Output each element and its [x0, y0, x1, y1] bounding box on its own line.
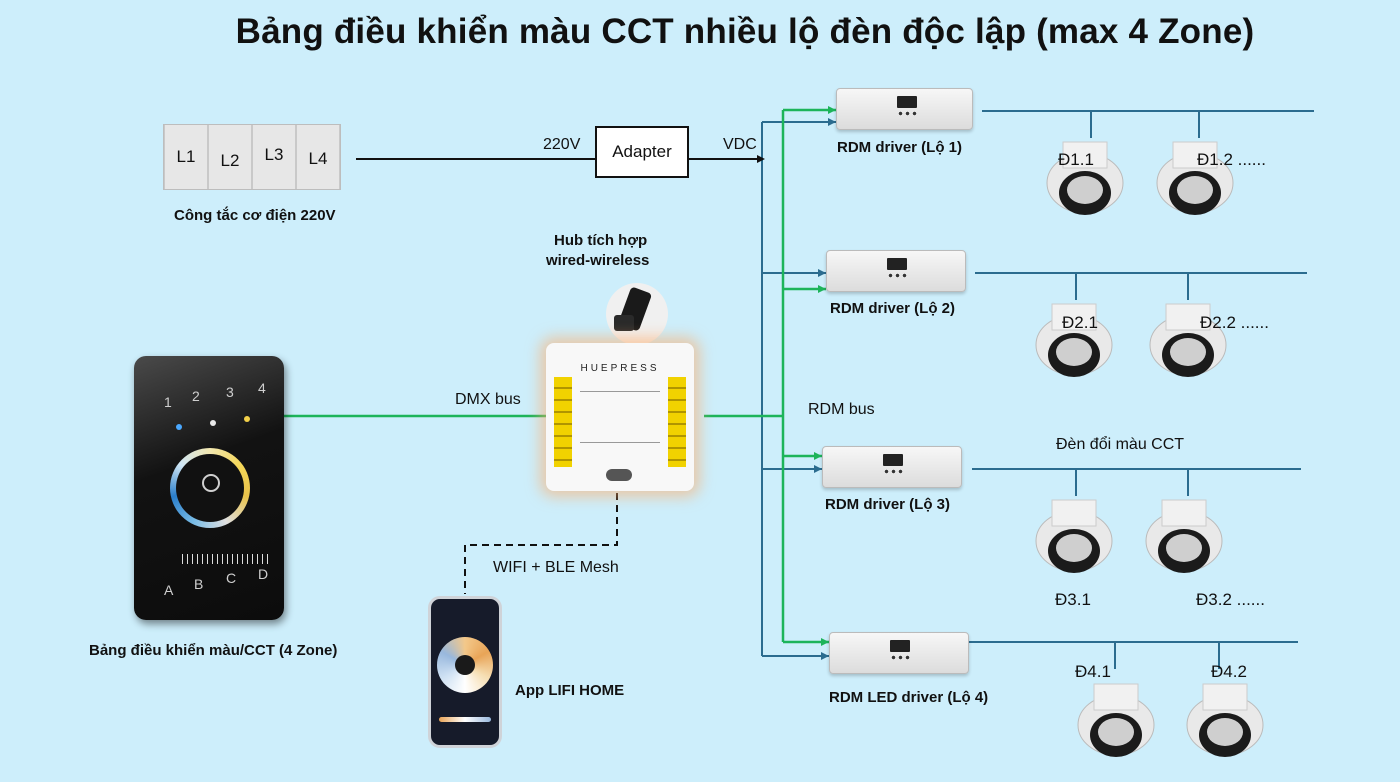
downlight-d3-1 — [1035, 499, 1113, 573]
downlight-d4-2 — [1186, 683, 1264, 757]
panel-key-d[interactable]: D — [258, 566, 269, 582]
adapter-box: Adapter — [595, 126, 689, 178]
neutral-light-icon — [210, 420, 216, 426]
downlight-d1-1 — [1046, 141, 1124, 215]
switch-key-l2[interactable]: L2 — [208, 125, 252, 189]
switch-key-label: L3 — [264, 145, 284, 164]
app-color-wheel[interactable] — [437, 637, 493, 693]
phone-app — [428, 596, 502, 748]
hub-caption-line2: wired-wireless — [546, 252, 650, 269]
driver-3-label: RDM driver (Lộ 3) — [825, 496, 951, 513]
hub-brand: HUEPRESS — [580, 363, 660, 374]
app-cct-slider[interactable] — [439, 717, 491, 722]
panel-key-1[interactable]: 1 — [164, 394, 172, 410]
lamp-label-d1-1: Đ1.1 — [1058, 150, 1094, 169]
switch-key-l1[interactable]: L1 — [164, 125, 208, 189]
panel-key-a[interactable]: A — [164, 582, 174, 598]
driver-1-label: RDM driver (Lộ 1) — [837, 139, 963, 156]
switch-key-label: L1 — [176, 147, 196, 166]
cool-light-icon — [176, 424, 182, 430]
brightness-slider[interactable] — [182, 554, 272, 564]
lamp-label-d3-1: Đ3.1 — [1055, 590, 1091, 609]
terminal-block-right — [668, 377, 686, 467]
lamp-label-d4-2: Đ4.2 — [1211, 662, 1247, 681]
color-ring[interactable] — [170, 448, 250, 528]
app-caption: App LIFI HOME — [515, 682, 625, 699]
hub-label-area — [580, 391, 660, 443]
panel-key-c[interactable]: C — [226, 570, 237, 586]
adapter-label: Adapter — [612, 142, 672, 161]
rdm-driver-2 — [826, 250, 966, 292]
label-rdm-bus: RDM bus — [808, 401, 875, 418]
switch-key-l4[interactable]: L4 — [296, 125, 340, 189]
label-wifi-ble: WIFI + BLE Mesh — [493, 559, 619, 576]
downlight-d2-1 — [1035, 303, 1113, 377]
switch-key-label: L4 — [308, 149, 328, 168]
rdm-driver-3 — [822, 446, 962, 488]
power-icon[interactable] — [202, 474, 220, 492]
arrowheads — [814, 106, 836, 646]
panel-key-2[interactable]: 2 — [192, 388, 200, 404]
panel-key-b[interactable]: B — [194, 576, 204, 592]
lamp-label-d3-2: Đ3.2 ...... — [1196, 590, 1265, 609]
arrowheads-vdc — [757, 118, 836, 660]
hub-caption-line1: Hub tích hợp — [554, 232, 648, 249]
switch-caption: Công tắc cơ điện 220V — [174, 207, 336, 224]
rdm-driver-4 — [829, 632, 969, 674]
label-vdc: VDC — [723, 136, 757, 153]
lamp-lines — [968, 110, 1314, 669]
wireless-link — [464, 493, 618, 594]
driver-4-label: RDM LED driver (Lộ 4) — [829, 689, 989, 706]
panel-key-4[interactable]: 4 — [258, 380, 266, 396]
wall-switch: L1 L2 L3 L4 — [163, 124, 341, 190]
antenna-icon — [606, 283, 668, 345]
downlight-d1-2 — [1156, 141, 1234, 215]
switch-key-label: L2 — [220, 151, 240, 170]
lamp-label-d4-1: Đ4.1 — [1075, 662, 1111, 681]
panel-caption: Bảng điều khiển màu/CCT (4 Zone) — [89, 642, 338, 659]
switch-key-l3[interactable]: L3 — [252, 125, 296, 189]
color-cct-panel: 1 2 3 4 A B C D — [134, 356, 284, 620]
rdm-driver-1 — [836, 88, 973, 130]
downlight-d4-1 — [1077, 683, 1155, 757]
panel-key-3[interactable]: 3 — [226, 384, 234, 400]
label-220v: 220V — [543, 136, 581, 153]
terminal-block-left — [554, 377, 572, 467]
vdc-trunk — [761, 121, 836, 657]
warm-light-icon — [244, 416, 250, 422]
downlight-d3-2 — [1145, 499, 1223, 573]
lamp-label-d2-1: Đ2.1 — [1062, 313, 1098, 332]
rdm-bus — [704, 108, 836, 644]
lamp-label-d1-2: Đ1.2 ...... — [1197, 150, 1266, 169]
downlight-d2-2 — [1149, 303, 1227, 377]
label-dmx-bus: DMX bus — [455, 391, 521, 408]
wifi-icon — [606, 469, 632, 481]
page-title: Bảng điều khiển màu CCT nhiều lộ đèn độc… — [235, 12, 1255, 51]
lamp-label-d2-2: Đ2.2 ...... — [1200, 313, 1269, 332]
hub-controller: HUEPRESS — [546, 343, 694, 491]
cct-note: Đèn đổi màu CCT — [1056, 436, 1185, 453]
driver-2-label: RDM driver (Lộ 2) — [830, 300, 956, 317]
